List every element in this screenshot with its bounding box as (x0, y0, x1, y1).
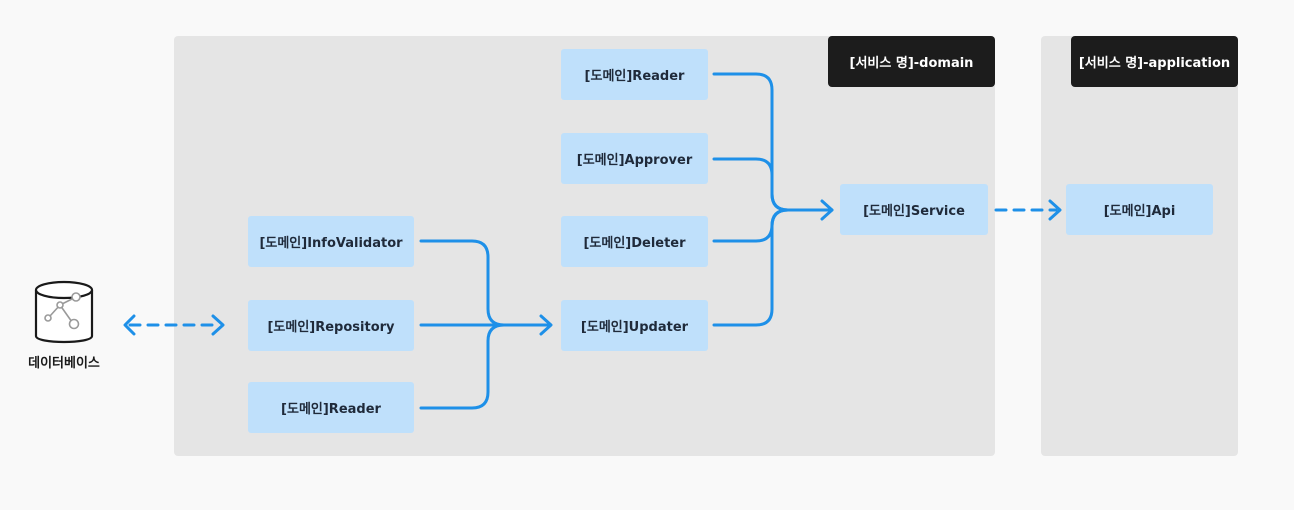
reader-box-lower: [도메인]Reader (248, 382, 414, 433)
database-label: 데이터베이스 (28, 356, 100, 371)
database-icon (28, 278, 100, 350)
updater-arrowhead (539, 314, 553, 336)
database-arrowhead-left (123, 314, 136, 336)
edge-infovalidator-updater (419, 239, 552, 327)
repository-arrowhead (211, 314, 225, 336)
edge-reader-low-updater (419, 323, 506, 410)
domain-module-label: [서비스 명]-domain (828, 36, 995, 87)
updater-box: [도메인]Updater (561, 300, 708, 351)
repository-box: [도메인]Repository (248, 300, 414, 351)
application-module-label: [서비스 명]-application (1071, 36, 1238, 87)
api-arrowhead (1048, 199, 1062, 221)
service-arrowhead (820, 199, 834, 221)
infovalidator-box: [도메인]InfoValidator (248, 216, 414, 267)
application-module-region (1041, 36, 1238, 456)
edge-updater-service (712, 208, 790, 327)
service-box: [도메인]Service (840, 184, 988, 235)
approver-box: [도메인]Approver (561, 133, 708, 184)
edge-approver-service (712, 157, 790, 212)
reader-box-upper: [도메인]Reader (561, 49, 708, 100)
api-box: [도메인]Api (1066, 184, 1213, 235)
deleter-box: [도메인]Deleter (561, 216, 708, 267)
